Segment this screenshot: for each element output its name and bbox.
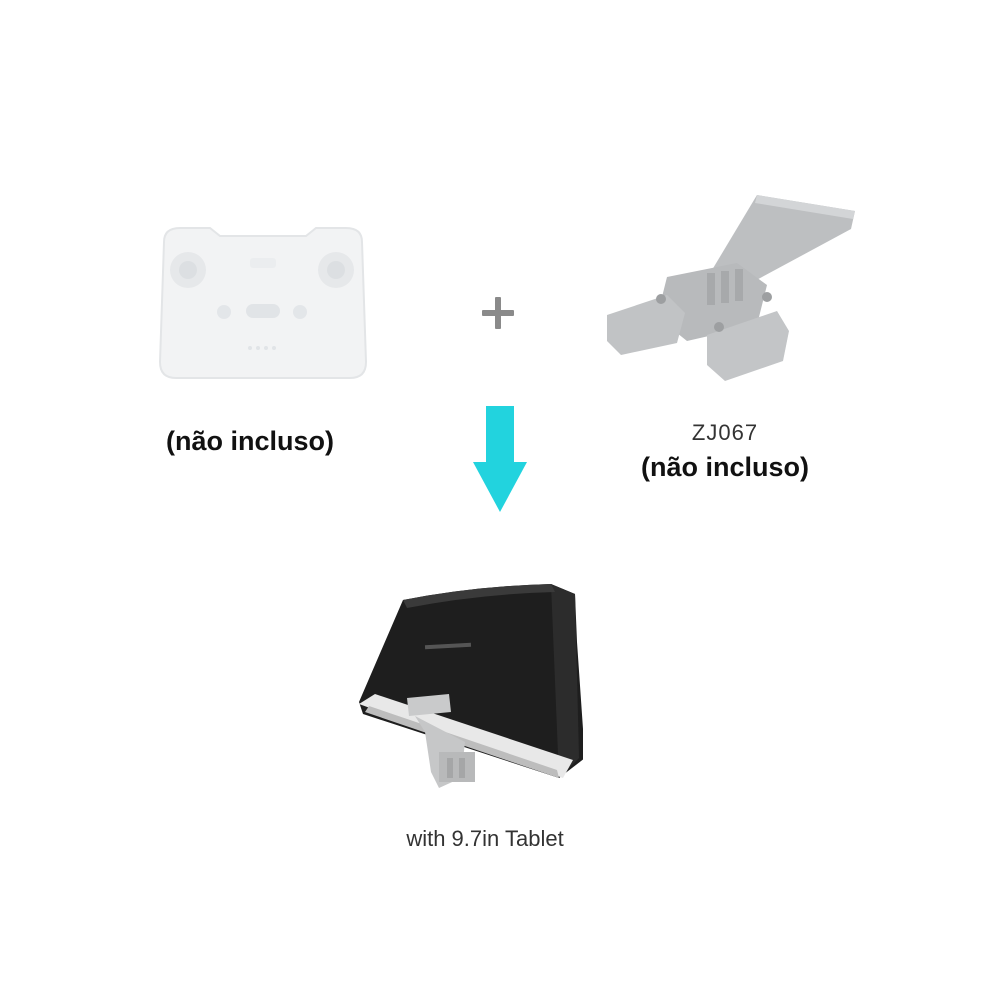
plus-icon [482,297,514,329]
sunshade-tablet-icon [355,582,583,802]
holder-model-label: ZJ067 [691,420,759,445]
arrow-down-icon [473,406,527,512]
result-caption: with 9.7in Tablet [406,826,564,851]
remote-controller-icon [150,222,376,382]
holder-caption: (não incluso) [641,452,809,482]
remote-caption: (não incluso) [166,426,334,456]
holder-bracket-icon [607,185,862,385]
